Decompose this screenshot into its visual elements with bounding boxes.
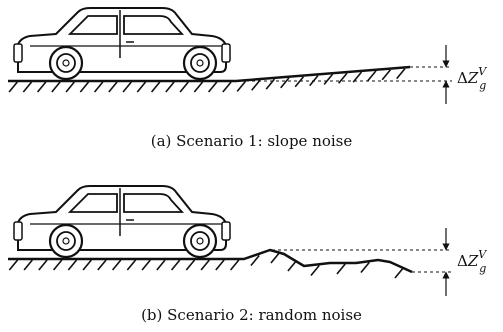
ground-hatch-mark: [111, 259, 122, 271]
ground-hatch-mark: [156, 259, 166, 271]
ground-hatch-mark: [8, 259, 19, 271]
ground-hatch-mark: [338, 72, 348, 84]
ground-hatch-mark: [229, 259, 240, 271]
ground-hatch-mark: [122, 81, 132, 93]
car-icon: [13, 185, 231, 259]
ground-hatch-mark: [23, 259, 33, 271]
ground-hatch-mark: [270, 252, 280, 264]
ground-hatch-mark: [294, 76, 305, 88]
ground-hatch-mark: [280, 77, 290, 89]
ground-hatch-mark: [193, 81, 204, 93]
ground-hatch-mark: [82, 259, 92, 271]
ground-hatch-mark: [141, 259, 151, 271]
ground-hatch-mark: [38, 259, 48, 271]
ground-hatch-mark: [93, 81, 104, 93]
ground-hatch-mark: [236, 80, 247, 92]
ground-hatch-mark: [360, 261, 370, 274]
ground-surface: [8, 248, 413, 279]
ground-hatch-mark: [52, 259, 63, 271]
ground-hatch-mark: [222, 81, 232, 93]
ground-hatch-mark: [65, 81, 75, 93]
ground-hatch-mark: [136, 81, 147, 93]
ground-hatch-mark: [126, 259, 137, 271]
ground-hatch-mark: [367, 70, 377, 82]
ground-hatch-mark: [207, 81, 218, 93]
ground-hatch-mark: [336, 263, 346, 275]
ground-hatch-mark: [170, 259, 181, 271]
ground-hatch-mark: [36, 81, 47, 93]
ground-hatch-mark: [251, 79, 261, 91]
ground-hatch-mark: [51, 81, 61, 93]
ground-hatch-mark: [265, 78, 276, 90]
ground-hatch-mark: [200, 259, 210, 271]
ground-hatch-mark: [310, 264, 320, 277]
ground-hatch-mark: [108, 81, 118, 93]
ground-hatch-mark: [250, 254, 260, 267]
ground-hatch-mark: [287, 260, 297, 272]
ground-hatch-mark: [67, 259, 78, 271]
car-icon: [13, 7, 231, 81]
caption-scenario-1: (a) Scenario 1: slope noise: [150, 132, 353, 150]
ground-hatch-mark: [150, 81, 161, 93]
ground-hatch-mark: [165, 81, 175, 93]
ground-surface: [8, 65, 411, 93]
ground-hatch-mark: [394, 267, 404, 279]
ground-hatch-mark: [185, 259, 196, 271]
ground-hatch-mark: [22, 81, 33, 93]
caption-scenario-2: (b) Scenario 2: random noise: [141, 306, 362, 324]
ground-hatch-mark: [396, 68, 406, 80]
ground-hatch-mark: [79, 81, 90, 93]
ground-hatch-mark: [97, 259, 107, 271]
ground-hatch-mark: [352, 71, 363, 83]
ground-hatch-mark: [179, 81, 189, 93]
ground-hatch-mark: [323, 73, 334, 85]
ground-hatch-mark: [381, 69, 392, 81]
ground-hatch-mark: [8, 81, 18, 93]
ground-hatch-mark: [215, 259, 225, 271]
